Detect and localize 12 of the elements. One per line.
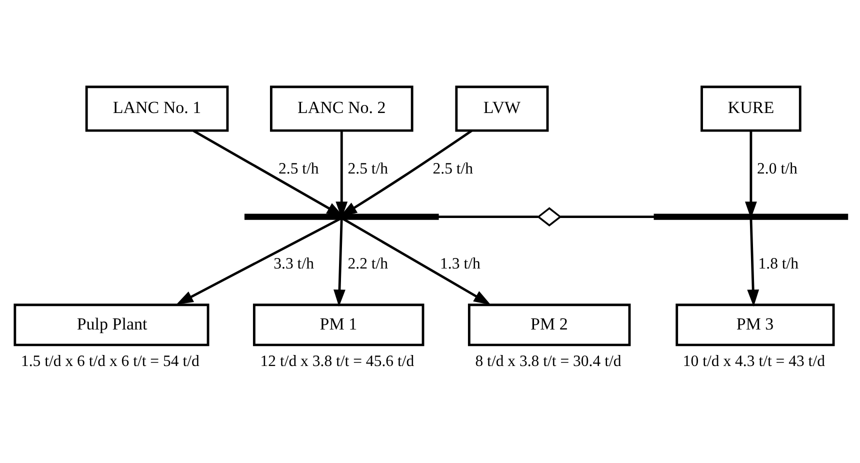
edge-label: 2.5 t/h xyxy=(432,160,474,178)
edge-label: 3.3 t/h xyxy=(274,254,314,272)
edge-label: 2.2 t/h xyxy=(348,254,388,272)
node-label: 10 t/d x 4.3 t/t = 43 t/d xyxy=(682,352,825,370)
node-label: 8 t/d x 3.8 t/t = 30.4 t/d xyxy=(475,352,622,370)
node-label: 12 t/d x 3.8 t/t = 45.6 t/d xyxy=(260,352,414,370)
edge-label: 2.5 t/h xyxy=(278,160,319,178)
edge-label: 2.5 t/h xyxy=(348,160,388,178)
edge-label: 2.0 t/h xyxy=(757,160,798,178)
edge-label: 1.8 t/h xyxy=(758,254,799,272)
edge-label: 1.3 t/h xyxy=(440,254,480,272)
node-label: 1.5 t/d x 6 t/d x 6 t/t = 54 t/d xyxy=(20,352,200,370)
